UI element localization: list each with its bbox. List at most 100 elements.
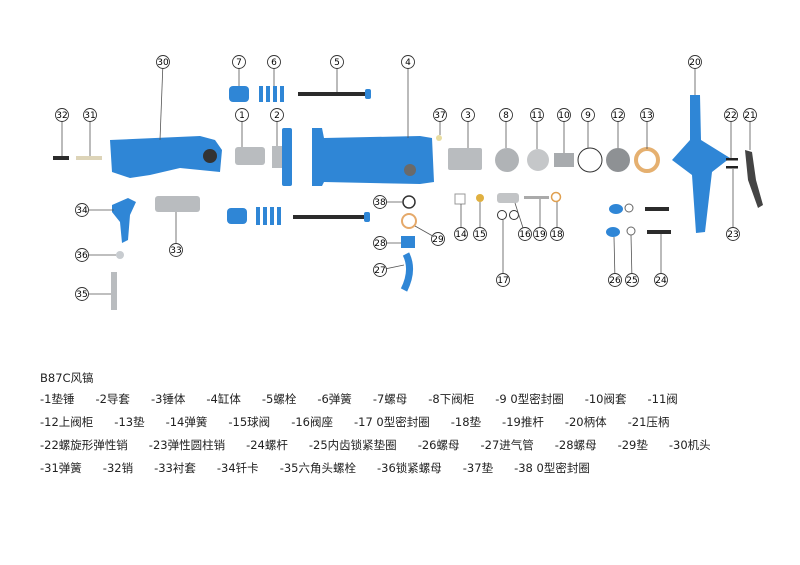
- callout-circle: [270, 108, 284, 122]
- part-10-valve-sleeve: [554, 153, 574, 167]
- legend-item: -19推杆: [502, 415, 544, 429]
- parts-legend: B87C风镐 -1垫锤-2导套-3锤体-4缸体-5螺栓-6弹簧-7螺母-8下阀柜…: [40, 368, 780, 480]
- part-26-nut: [609, 204, 623, 214]
- callout-circle: [267, 55, 281, 69]
- legend-item: -32销: [102, 461, 134, 475]
- callout-circle: [169, 243, 183, 257]
- part-3-hammer: [448, 148, 482, 170]
- legend-item: -8下阀柜: [428, 392, 475, 406]
- callout-circle: [156, 55, 170, 69]
- part-36-lock-nut: [116, 251, 124, 259]
- callout-circle: [530, 108, 544, 122]
- part-9-o-ring: [577, 147, 603, 173]
- callout-18: 18: [550, 227, 564, 241]
- part-28-nut: [401, 236, 415, 248]
- callout-number: 34: [76, 206, 88, 216]
- legend-item: -7螺母: [372, 392, 408, 406]
- callout-circle: [611, 108, 625, 122]
- legend-item: -3锤体: [150, 392, 186, 406]
- callout-number: 23: [727, 230, 738, 240]
- legend-item: -33衬套: [154, 461, 196, 475]
- callout-circle: [330, 55, 344, 69]
- callout-circle: [688, 55, 702, 69]
- part-24-screw-2: [647, 230, 671, 234]
- part-13-washer: [634, 147, 660, 173]
- part-17-o-ring: [497, 210, 507, 220]
- callout-10: 10: [557, 108, 571, 122]
- part-5-bolt-head: [365, 89, 371, 99]
- legend-title: B87C风镐: [40, 371, 94, 385]
- callout-circle: [640, 108, 654, 122]
- callout-25: 25: [625, 273, 639, 287]
- part-7-nut: [229, 86, 249, 102]
- legend-item: -13垫: [114, 415, 145, 429]
- callout-number: 19: [534, 230, 546, 240]
- callout-17: 17: [496, 273, 510, 287]
- legend-item: -28螺母: [554, 438, 597, 452]
- part-30-machine-head: [110, 136, 222, 178]
- callout-33: 33: [169, 243, 183, 257]
- part-24-screw: [645, 207, 669, 211]
- part-32-pin: [53, 156, 69, 160]
- callout-number: 26: [609, 276, 621, 286]
- legend-item: -12上阀柜: [40, 415, 94, 429]
- callout-circle: [431, 232, 445, 246]
- callout-number: 35: [76, 290, 87, 300]
- callout-circle: [533, 227, 547, 241]
- callout-number: 25: [626, 276, 637, 286]
- legend-item: -31弹簧: [40, 461, 82, 475]
- part-22-spiral-pin: [726, 158, 738, 161]
- callout-number: 30: [157, 58, 169, 68]
- callout-number: 38: [374, 198, 386, 208]
- callout-circle: [608, 273, 622, 287]
- callout-4: 4: [401, 55, 415, 69]
- callout-number: 21: [744, 111, 755, 121]
- part-31-spring: [76, 156, 102, 160]
- callout-circle: [232, 55, 246, 69]
- callout-number: 15: [474, 230, 485, 240]
- callout-number: 3: [465, 111, 471, 121]
- callout-number: 1: [239, 111, 245, 121]
- callout-circle: [373, 263, 387, 277]
- callout-circle: [373, 195, 387, 209]
- callout-number: 13: [641, 111, 652, 121]
- callout-number: 5: [334, 58, 340, 68]
- callout-number: 11: [531, 111, 542, 121]
- callout-number: 8: [503, 111, 509, 121]
- callout-number: 32: [56, 111, 67, 121]
- callout-21: 21: [743, 108, 757, 122]
- callout-number: 24: [655, 276, 667, 286]
- part-bolt-lower-head: [364, 212, 370, 222]
- callout-13: 13: [640, 108, 654, 122]
- callout-9: 9: [581, 108, 595, 122]
- part-17-o-ring-2: [509, 210, 519, 220]
- legend-item: -5螺栓: [261, 392, 297, 406]
- callout-circle: [75, 203, 89, 217]
- legend-item: -29垫: [617, 438, 648, 452]
- callout-circle: [743, 108, 757, 122]
- callout-7: 7: [232, 55, 246, 69]
- callout-number: 18: [551, 230, 563, 240]
- callout-circle: [75, 248, 89, 262]
- callout-number: 29: [432, 235, 444, 245]
- part-spring-lower: [256, 207, 281, 225]
- part-19-push-rod: [524, 196, 549, 199]
- part-37-washer: [436, 135, 442, 141]
- part-29-washer: [401, 213, 417, 229]
- leader-line-25: [630, 234, 633, 281]
- callout-number: 2: [274, 111, 280, 121]
- legend-item: -35六角头螺栓: [279, 461, 356, 475]
- part-23-cylindrical-pin: [726, 166, 738, 169]
- callout-circle: [654, 273, 668, 287]
- leader-line-30: [159, 61, 164, 141]
- callout-27: 27: [373, 263, 387, 277]
- part-35-hex-bolt: [111, 272, 117, 310]
- callout-30: 30: [156, 55, 170, 69]
- legend-item: -20柄体: [564, 415, 607, 429]
- legend-item: -18垫: [450, 415, 482, 429]
- callout-14: 14: [454, 227, 468, 241]
- callout-number: 16: [519, 230, 531, 240]
- legend-item: -22螺旋形弹性销: [40, 438, 128, 452]
- callout-circle: [454, 227, 468, 241]
